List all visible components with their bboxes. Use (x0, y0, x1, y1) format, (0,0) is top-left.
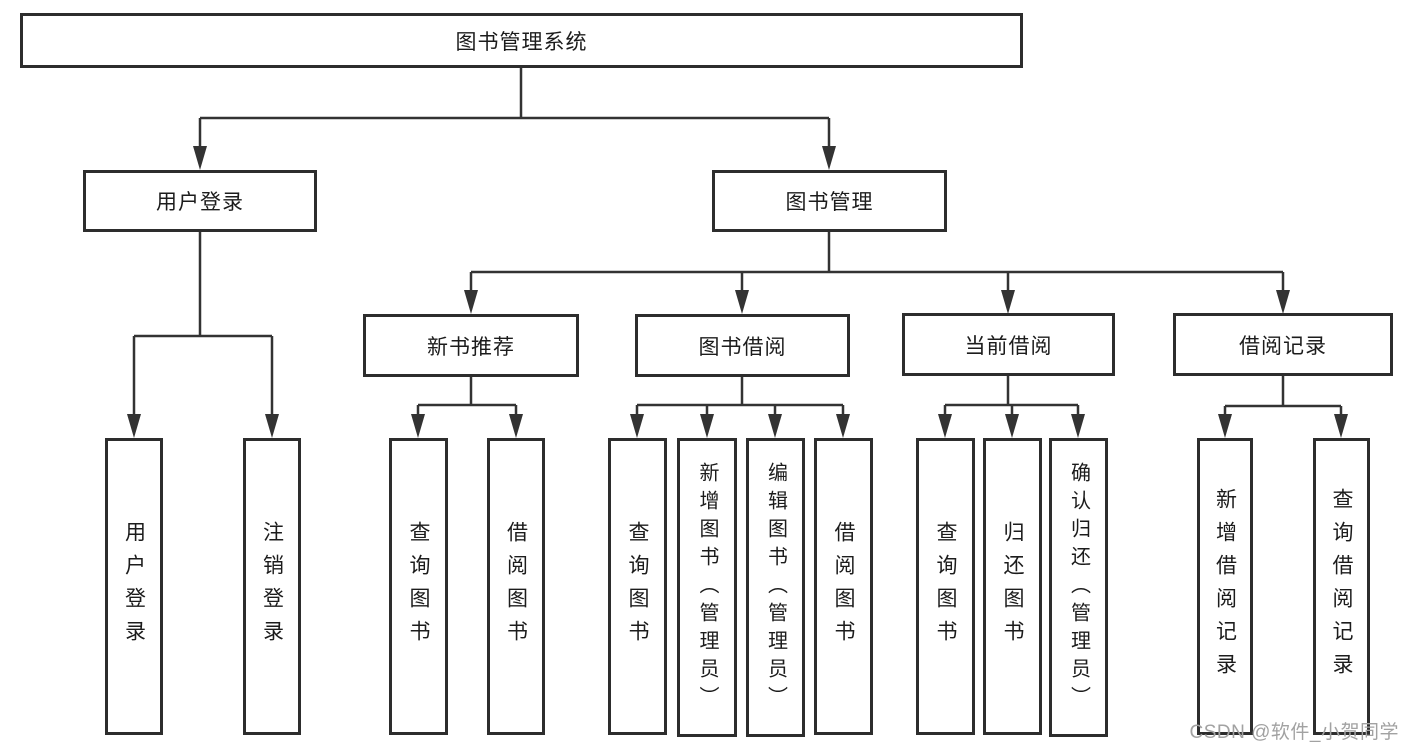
node-leaf-bb-query-books: 查询图书 (608, 438, 667, 735)
arrowhead-icon (1071, 414, 1085, 438)
node-label: 确认归还（管理员） (1067, 461, 1090, 714)
arrowhead-icon (938, 414, 952, 438)
node-new-book-recommend: 新书推荐 (363, 314, 579, 377)
arrowhead-icon (464, 290, 478, 314)
node-current-borrow: 当前借阅 (902, 313, 1115, 376)
node-leaf-cb-query-books: 查询图书 (916, 438, 975, 735)
node-label: 查询图书 (626, 520, 649, 653)
node-label: 当前借阅 (964, 334, 1053, 358)
connector-userlogin-to-leaves (132, 232, 274, 417)
node-leaf-nbr-query-books: 查询图书 (389, 438, 448, 735)
node-label: 查询图书 (934, 520, 957, 653)
node-leaf-bb-borrow-books: 借阅图书 (814, 438, 873, 735)
node-label: 新增借阅记录 (1213, 487, 1237, 686)
arrowhead-icon (411, 414, 425, 438)
connector-root-to-level2 (198, 68, 831, 150)
connector-bookborrow-to-leaves (635, 377, 845, 417)
node-label: 图书管理 (785, 191, 874, 214)
node-label: 借阅图书 (832, 520, 855, 653)
arrowhead-icon (127, 414, 141, 438)
node-leaf-br-add-record: 新增借阅记录 (1197, 438, 1253, 735)
node-root-library-management-system: 图书管理系统 (20, 13, 1023, 68)
node-label: 借阅记录 (1239, 334, 1327, 358)
arrowhead-icon (1001, 290, 1015, 314)
connector-borrowrecords-to-leaves (1223, 376, 1343, 417)
connector-newbookrec-to-leaves (416, 377, 518, 417)
arrowhead-icon (1218, 414, 1232, 438)
arrowhead-icon (1276, 290, 1290, 314)
node-leaf-bb-edit-books-admin: 编辑图书（管理员） (746, 438, 805, 737)
arrowhead-icon (265, 414, 279, 438)
node-user-login: 用户登录 (83, 170, 317, 232)
arrowhead-icon (735, 290, 749, 314)
node-label: 图书借阅 (698, 335, 787, 359)
arrowhead-icon (1005, 414, 1019, 438)
node-leaf-cb-confirm-return-admin: 确认归还（管理员） (1049, 438, 1108, 737)
node-label: 新书推荐 (427, 335, 515, 359)
node-leaf-cb-return-books: 归还图书 (983, 438, 1042, 735)
connector-bookmgmt-to-level3 (469, 232, 1285, 296)
arrowhead-icon (822, 146, 836, 170)
node-book-management: 图书管理 (712, 170, 947, 232)
node-label: 用户登录 (122, 520, 146, 653)
node-leaf-user-login: 用户登录 (105, 438, 163, 735)
node-leaf-nbr-borrow-books: 借阅图书 (487, 438, 545, 735)
node-leaf-br-query-record: 查询借阅记录 (1313, 438, 1370, 735)
node-label: 图书管理系统 (455, 30, 588, 54)
node-label: 新增图书（管理员） (696, 461, 718, 714)
node-borrow-records: 借阅记录 (1173, 313, 1393, 376)
arrowhead-icon (836, 414, 850, 438)
node-label: 借阅图书 (504, 520, 528, 653)
csdn-watermark: CSDN @软件_小贺同学 (1189, 722, 1399, 743)
node-label: 归还图书 (1001, 520, 1024, 653)
node-leaf-logout: 注销登录 (243, 438, 301, 735)
node-label: 查询图书 (407, 520, 430, 653)
arrowhead-icon (630, 414, 644, 438)
node-book-borrow: 图书借阅 (635, 314, 850, 377)
arrowhead-icon (768, 414, 782, 438)
arrowhead-icon (700, 414, 714, 438)
node-label: 查询借阅记录 (1330, 487, 1353, 686)
node-label: 注销登录 (260, 520, 284, 653)
arrowhead-icon (1334, 414, 1348, 438)
connector-currentborrow-to-leaves (943, 376, 1080, 417)
node-leaf-bb-add-books-admin: 新增图书（管理员） (677, 438, 737, 737)
arrowhead-icon (509, 414, 523, 438)
node-label: 编辑图书（管理员） (764, 461, 787, 714)
node-label: 用户登录 (156, 191, 244, 214)
arrowhead-icon (193, 146, 207, 170)
